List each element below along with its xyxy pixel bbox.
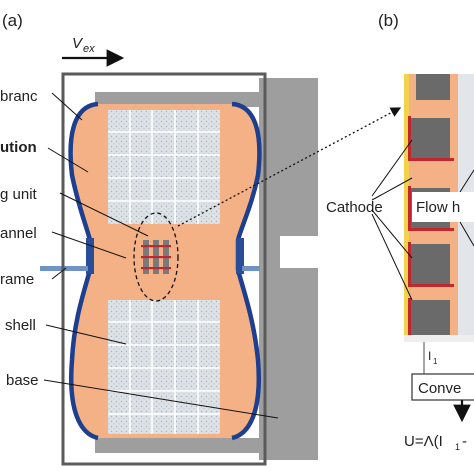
formula-tail: - — [462, 433, 467, 450]
converter-label: Conve — [418, 380, 461, 397]
sensing-unit-outline — [133, 212, 179, 302]
velocity-subscript: ex — [83, 43, 95, 55]
label-channel: annel — [0, 225, 37, 242]
housing-outline — [61, 72, 267, 466]
panel-a-label: (a) — [2, 11, 23, 30]
label-sensing-unit: g unit — [0, 186, 38, 203]
lower-shell — [108, 300, 220, 434]
label-base: base — [6, 372, 39, 389]
base-block — [95, 78, 318, 460]
formula-text: U=Λ(I — [404, 433, 443, 450]
upper-shell — [108, 110, 220, 224]
converter-box — [411, 373, 474, 401]
leader-lines — [43, 92, 279, 419]
output-formula: U=Λ(I 1 - — [404, 433, 467, 452]
label-flow: Flow h — [416, 199, 460, 216]
panel-b-label: (b) — [378, 11, 399, 30]
current-label: I — [428, 349, 431, 363]
label-shell: shell — [5, 317, 36, 334]
label-solution: ution — [0, 139, 37, 156]
formula-subscript: 1 — [455, 442, 460, 452]
cathode-leaders — [371, 139, 413, 301]
flow-leaders — [459, 169, 474, 247]
label-cathode: Cathode — [326, 199, 383, 216]
current-subscript: 1 — [433, 357, 438, 366]
flow-label-bg — [412, 192, 474, 222]
sensing-unit — [133, 212, 179, 302]
zoom-connector — [177, 107, 402, 227]
label-membrane: branc — [0, 88, 38, 105]
velocity-indicator: V ex — [62, 35, 125, 67]
velocity-label: V — [72, 35, 84, 52]
label-frame: rame — [0, 271, 34, 288]
